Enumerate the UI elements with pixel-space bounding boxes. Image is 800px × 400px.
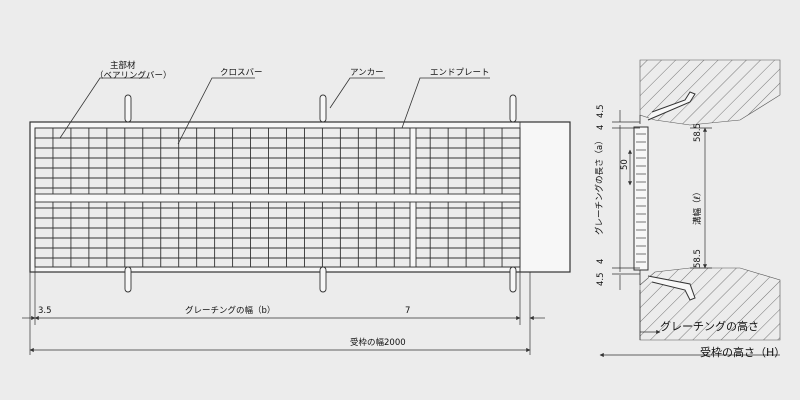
dim-grating-height: グレーチングの高さ <box>660 319 759 333</box>
section-dimension-lines <box>599 110 780 358</box>
anchor-rod <box>319 266 327 293</box>
dim-frame-height: 受枠の高さ（H） <box>700 345 785 359</box>
section-anchor-bottom <box>647 275 696 301</box>
callout-end-plate-label: エンドプレート <box>430 68 490 78</box>
dim-top-58-5: 58.5 <box>693 123 703 142</box>
plan-dimension-lines <box>22 267 545 355</box>
dim-frame-width: 受枠の幅2000 <box>350 337 406 348</box>
section-bars <box>636 133 646 263</box>
dim-grating-length: グレーチングの長さ（a） <box>594 136 605 235</box>
dim-bot-4-5: 4.5 <box>596 272 606 286</box>
callout-anchor-label: アンカー <box>350 68 384 78</box>
callout-main-bar-label-2: （ベアリングバー） <box>95 70 172 81</box>
callout-leaders <box>59 77 490 145</box>
anchors-group <box>124 94 517 293</box>
section-anchor-top <box>647 91 696 121</box>
dim-bot-4: 4 <box>596 259 606 264</box>
callout-main-bar-label-1: 主部材 <box>110 60 136 71</box>
middle-support <box>34 193 521 203</box>
anchor-rod <box>509 266 517 293</box>
dim-bot-58-5: 58.5 <box>693 249 703 268</box>
anchor-rod <box>509 94 517 123</box>
dim-top-4-5: 4.5 <box>596 104 606 118</box>
grating-grid <box>34 127 521 268</box>
concrete-top <box>639 59 781 126</box>
dim-right-offset: 7 <box>405 306 410 316</box>
dim-top-4: 4 <box>596 125 606 130</box>
dim-channel-width: 溝幅（ℓ） <box>692 187 703 225</box>
section-view: 4.5 4 58.5 50 4 4.5 58.5 グレーチングの長さ（a） 溝幅… <box>594 59 785 359</box>
callout-cross-bar-label: クロスバー <box>220 68 263 78</box>
anchor-rod <box>319 94 327 123</box>
dim-left-offset: 3.5 <box>38 306 52 316</box>
anchor-rod <box>124 266 132 293</box>
grating-section <box>633 126 649 271</box>
dim-grating-width: グレーチングの幅（b） <box>185 305 275 316</box>
dim-gap-50: 50 <box>620 159 630 170</box>
anchor-rod <box>124 94 132 123</box>
plan-view: 主部材 （ベアリングバー） クロスバー アンカー エンドプレート 3.5 7 グ… <box>22 60 571 355</box>
